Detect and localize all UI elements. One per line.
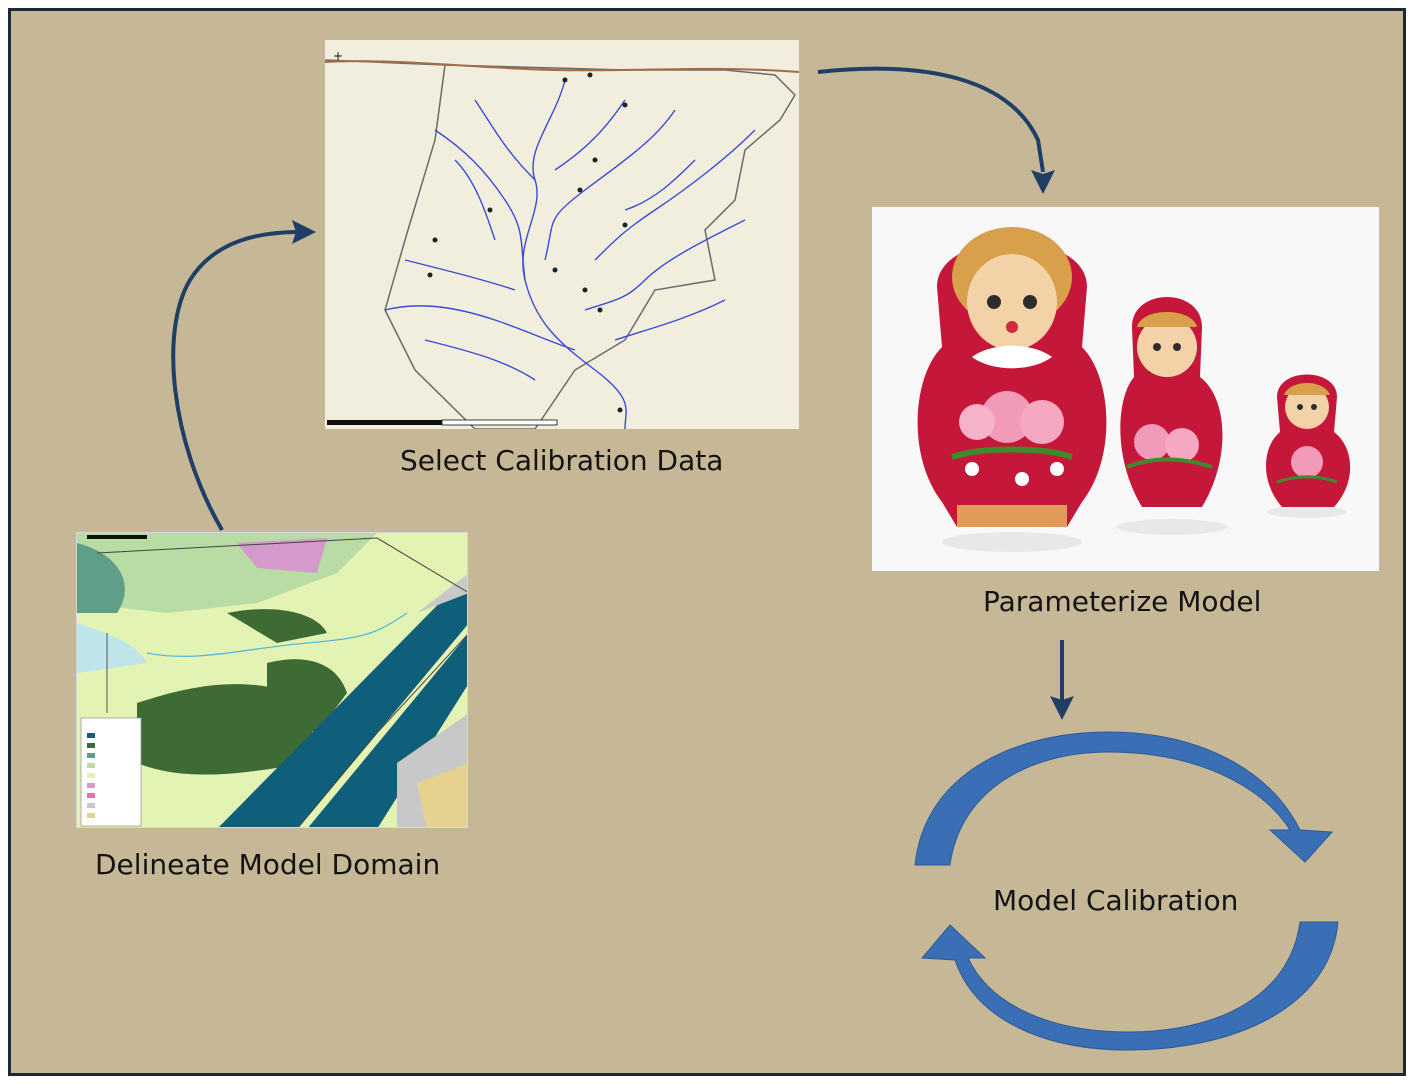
delineate-model-domain-label: Delineate Model Domain [95,848,441,881]
calibration-data-map: + [325,40,799,429]
svg-text:+: + [333,49,343,63]
model-calibration-label: Model Calibration [993,884,1239,917]
arrow-data-to-parameterize-head [1031,170,1055,194]
arrow-domain-to-data-head [292,220,316,244]
arrow-parameterize-to-calibration-head [1050,696,1074,720]
model-domain-map [76,532,468,828]
arrow-domain-to-data [171,230,301,531]
cycle-arrow-top [914,731,1334,866]
select-calibration-data-label: Select Calibration Data [400,444,724,477]
nesting-dolls-photo [872,207,1379,571]
cycle-arrow-bottom [920,921,1339,1051]
arrow-data-to-parameterize [817,66,1045,173]
parameterize-model-label: Parameterize Model [983,585,1262,618]
